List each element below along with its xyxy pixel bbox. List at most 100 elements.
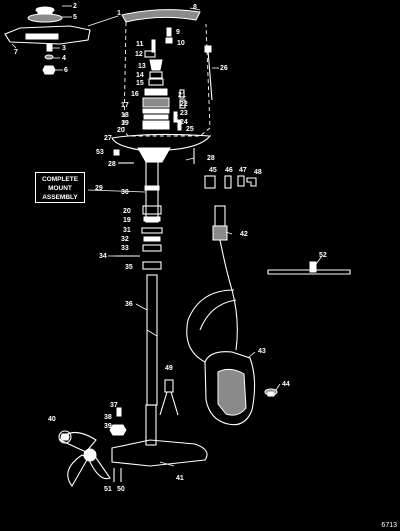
callout-45: 45	[209, 167, 217, 174]
composite-shaft-part-36	[146, 274, 158, 406]
callout-41: 41	[176, 475, 184, 482]
head-housing-top	[121, 9, 201, 23]
callout-19: 19	[121, 120, 129, 127]
connector-part-47	[237, 175, 245, 187]
callout-4: 4	[62, 55, 66, 62]
callout-15: 15	[136, 80, 144, 87]
callout-30: 30	[121, 189, 129, 196]
assembly-note-line-2: MOUNT	[48, 185, 72, 192]
callout-19-lower: 19	[123, 217, 131, 224]
screw-part-11	[151, 39, 156, 53]
callout-16: 16	[131, 91, 139, 98]
screw-part-25	[177, 119, 182, 131]
head-housing-outline	[123, 21, 211, 137]
callout-35: 35	[125, 264, 133, 271]
assembly-note-line-3: ASSEMBLY	[42, 194, 78, 201]
connector-part-45	[204, 175, 216, 189]
callout-50: 50	[117, 486, 125, 493]
callout-46: 46	[225, 167, 233, 174]
switch-part-13	[149, 59, 163, 71]
callout-40: 40	[48, 416, 56, 423]
screw-part-24	[173, 111, 178, 123]
collar-part-30	[144, 185, 160, 191]
callout-39: 39	[104, 423, 112, 430]
bearing-part-17	[142, 97, 170, 108]
callout-43: 43	[258, 348, 266, 355]
drawing-number: 6713	[381, 522, 397, 529]
callout-1: 1	[117, 10, 121, 17]
callout-38: 38	[104, 414, 112, 421]
nut-part-38	[109, 424, 127, 436]
head-base-part-27	[111, 133, 212, 163]
callout-7: 7	[14, 49, 18, 56]
upper-shaft	[145, 161, 159, 223]
block-part-22	[179, 99, 186, 109]
callout-20: 20	[117, 127, 125, 134]
cable-tie-part-26	[204, 45, 213, 101]
complete-mount-assembly-note: COMPLETE MOUNT ASSEMBLY	[35, 172, 85, 203]
callout-42: 42	[240, 231, 248, 238]
callout-27: 27	[104, 135, 112, 142]
knob-part-44	[264, 388, 278, 397]
leader-lines	[11, 5, 323, 467]
callout-28-left: 28	[108, 161, 116, 168]
callout-3: 3	[62, 45, 66, 52]
callout-18: 18	[121, 112, 129, 119]
callout-9: 9	[176, 29, 180, 36]
plate-part-18	[142, 108, 170, 114]
callout-5: 5	[73, 14, 77, 21]
callout-13: 13	[138, 63, 146, 70]
pin-part-37	[116, 407, 122, 417]
callout-23: 23	[180, 110, 188, 117]
callout-36: 36	[125, 301, 133, 308]
callout-33: 33	[121, 245, 129, 252]
callout-32: 32	[121, 236, 129, 243]
washer-part-4	[44, 54, 54, 60]
callout-22: 22	[180, 101, 188, 108]
callout-12: 12	[135, 51, 143, 58]
collar-part-33	[142, 244, 162, 252]
screw-part-3	[46, 43, 53, 52]
assembly-note-line-1: COMPLETE	[41, 176, 79, 183]
stabilizer-bar-part-52	[267, 261, 351, 275]
collar-part-35	[142, 261, 162, 270]
callout-28-right: 28	[207, 155, 215, 162]
bolt-part-9	[166, 27, 172, 37]
callout-47: 47	[239, 167, 247, 174]
callout-29: 29	[95, 185, 103, 192]
nut-part-6	[42, 65, 56, 75]
control-knob	[27, 6, 63, 23]
callout-31: 31	[123, 227, 131, 234]
collar-part-32	[143, 236, 161, 242]
plug-part-42	[212, 205, 228, 241]
callout-25: 25	[186, 126, 194, 133]
foot-pedal-part-43	[204, 351, 256, 426]
callout-11: 11	[136, 41, 144, 48]
block-part-15	[148, 78, 164, 86]
collar-part-20-lower	[142, 205, 162, 215]
collar-part-19-lower	[143, 216, 161, 222]
lower-unit-part-41	[111, 404, 208, 467]
callout-49: 49	[165, 365, 173, 372]
spacer-part-14	[149, 71, 163, 79]
connector-part-48	[246, 177, 257, 187]
callout-20-lower: 20	[123, 208, 131, 215]
post-part-21	[179, 89, 185, 99]
propeller-part-39	[59, 431, 111, 488]
collar-part-31	[141, 227, 163, 234]
callout-labels: 1 2 3 4 5 6 7 8 9 10 11 12 13 14 15 16 1…	[14, 3, 327, 493]
callout-24: 24	[180, 119, 188, 126]
callout-21: 21	[178, 92, 186, 99]
washer-part-10	[165, 37, 173, 44]
gear-part-16	[144, 88, 168, 96]
callout-2: 2	[73, 3, 77, 10]
callout-44: 44	[282, 381, 290, 388]
callout-26: 26	[220, 65, 228, 72]
ring-part-20	[142, 120, 170, 130]
bracket-part-12	[144, 50, 156, 58]
callout-53: 53	[96, 149, 104, 156]
prop-nut-part-40	[58, 430, 72, 444]
callout-10: 10	[177, 40, 185, 47]
